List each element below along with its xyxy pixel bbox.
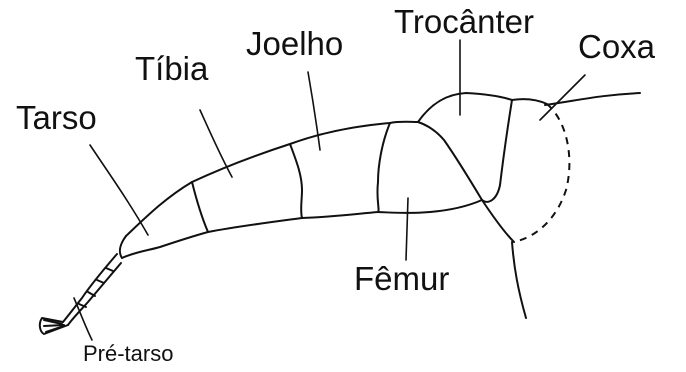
body-wall-lines (512, 93, 640, 318)
pre-tarso-segment (40, 254, 121, 334)
tibia-segment (192, 144, 302, 232)
trocanter-segment (418, 93, 512, 200)
label-tarso: Tarso (16, 99, 97, 136)
coxa-segment (482, 99, 569, 242)
label-pre-tarso: Pré-tarso (83, 341, 173, 366)
label-coxa: Coxa (578, 28, 656, 65)
joelho-segment (290, 123, 390, 218)
femur-segment (377, 122, 482, 213)
label-joelho: Joelho (246, 25, 343, 62)
label-trocanter: Trocânter (394, 3, 534, 40)
label-tibia: Tíbia (135, 50, 209, 87)
label-femur: Fêmur (354, 260, 449, 297)
